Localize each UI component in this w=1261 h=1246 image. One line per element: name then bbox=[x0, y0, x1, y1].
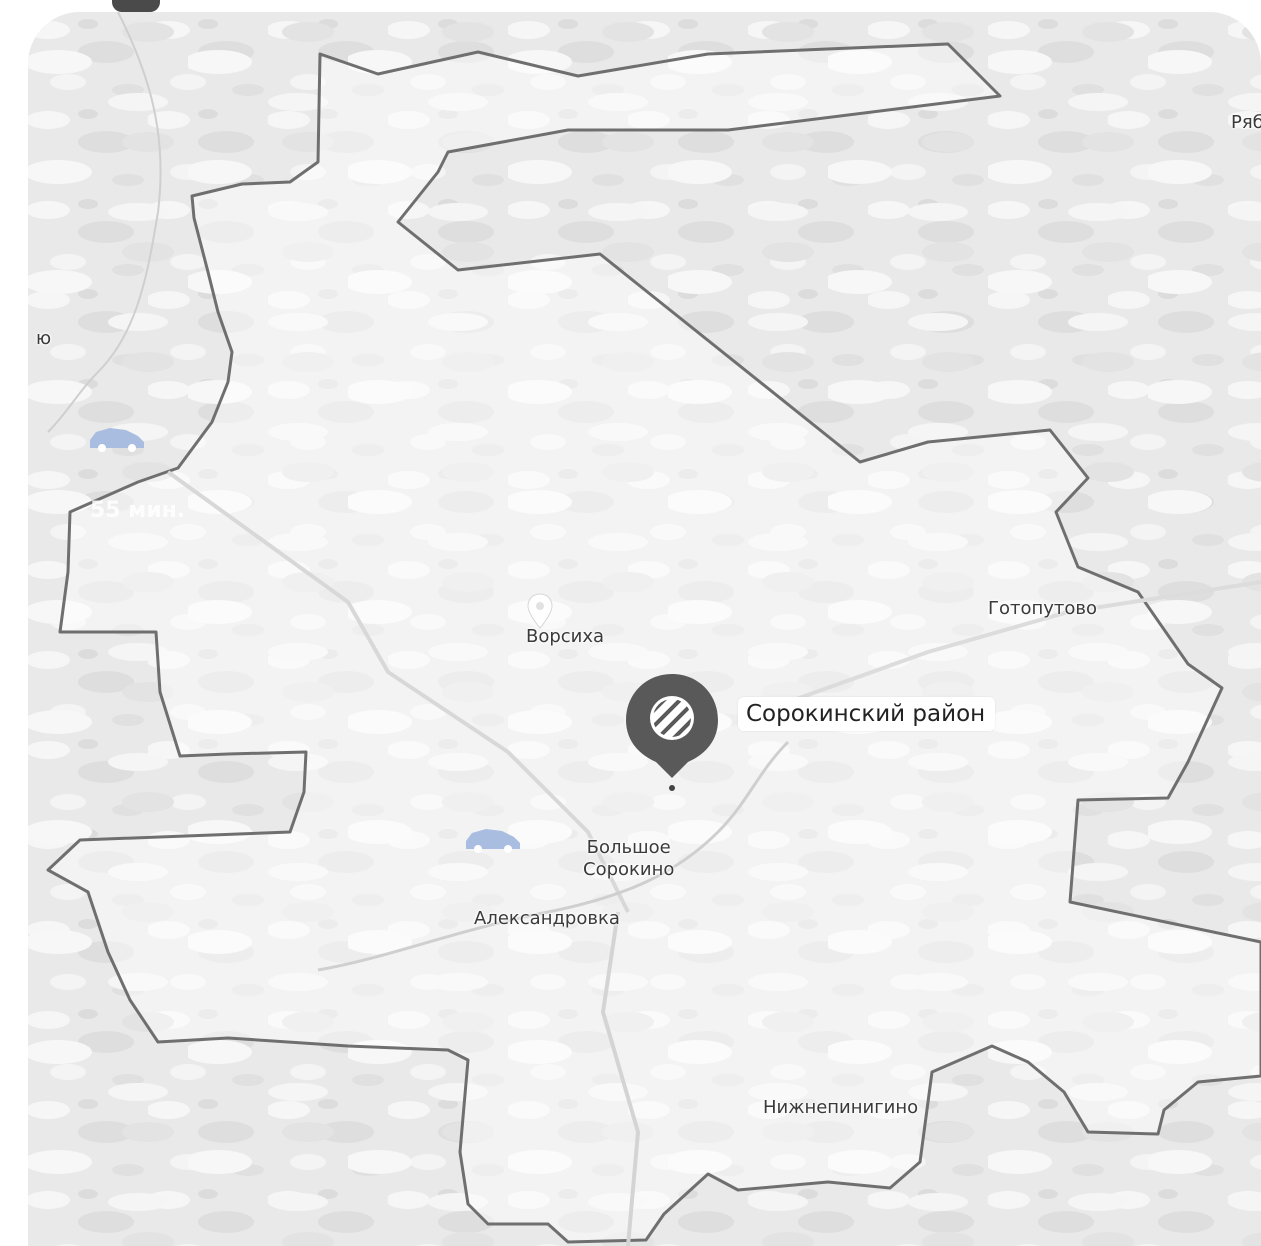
map-background bbox=[28, 12, 1261, 1246]
district-label[interactable]: Сорокинский район bbox=[738, 697, 996, 731]
place-label-line: Большое bbox=[586, 837, 671, 858]
road bbox=[787, 580, 1261, 704]
place-label-ryab[interactable]: Ряб bbox=[1231, 112, 1261, 133]
district-area bbox=[46, 42, 1261, 1244]
place-label-aleksandrovka[interactable]: Александровка bbox=[474, 908, 620, 929]
place-label-vorsikha[interactable]: Ворсиха bbox=[526, 626, 605, 647]
road bbox=[600, 911, 641, 1246]
place-label-nizhnepinigino[interactable]: Нижнепинигино bbox=[763, 1097, 919, 1118]
river bbox=[317, 740, 790, 972]
place-label-line: Сорокино bbox=[583, 859, 675, 880]
place-label-gotoputovo[interactable]: Готопутово bbox=[988, 598, 1098, 619]
river bbox=[47, 12, 162, 433]
top-drag-handle[interactable] bbox=[112, 0, 160, 12]
route-time-label: 55 мин. bbox=[90, 498, 186, 523]
place-label-edge[interactable]: ю bbox=[36, 328, 52, 349]
map-view[interactable]: 55 мин. bbox=[28, 12, 1261, 1246]
car-icon bbox=[466, 829, 520, 853]
district-marker-icon[interactable] bbox=[626, 674, 718, 791]
road bbox=[166, 470, 630, 913]
car-icon bbox=[90, 428, 144, 452]
place-pin-icon[interactable] bbox=[527, 593, 553, 629]
